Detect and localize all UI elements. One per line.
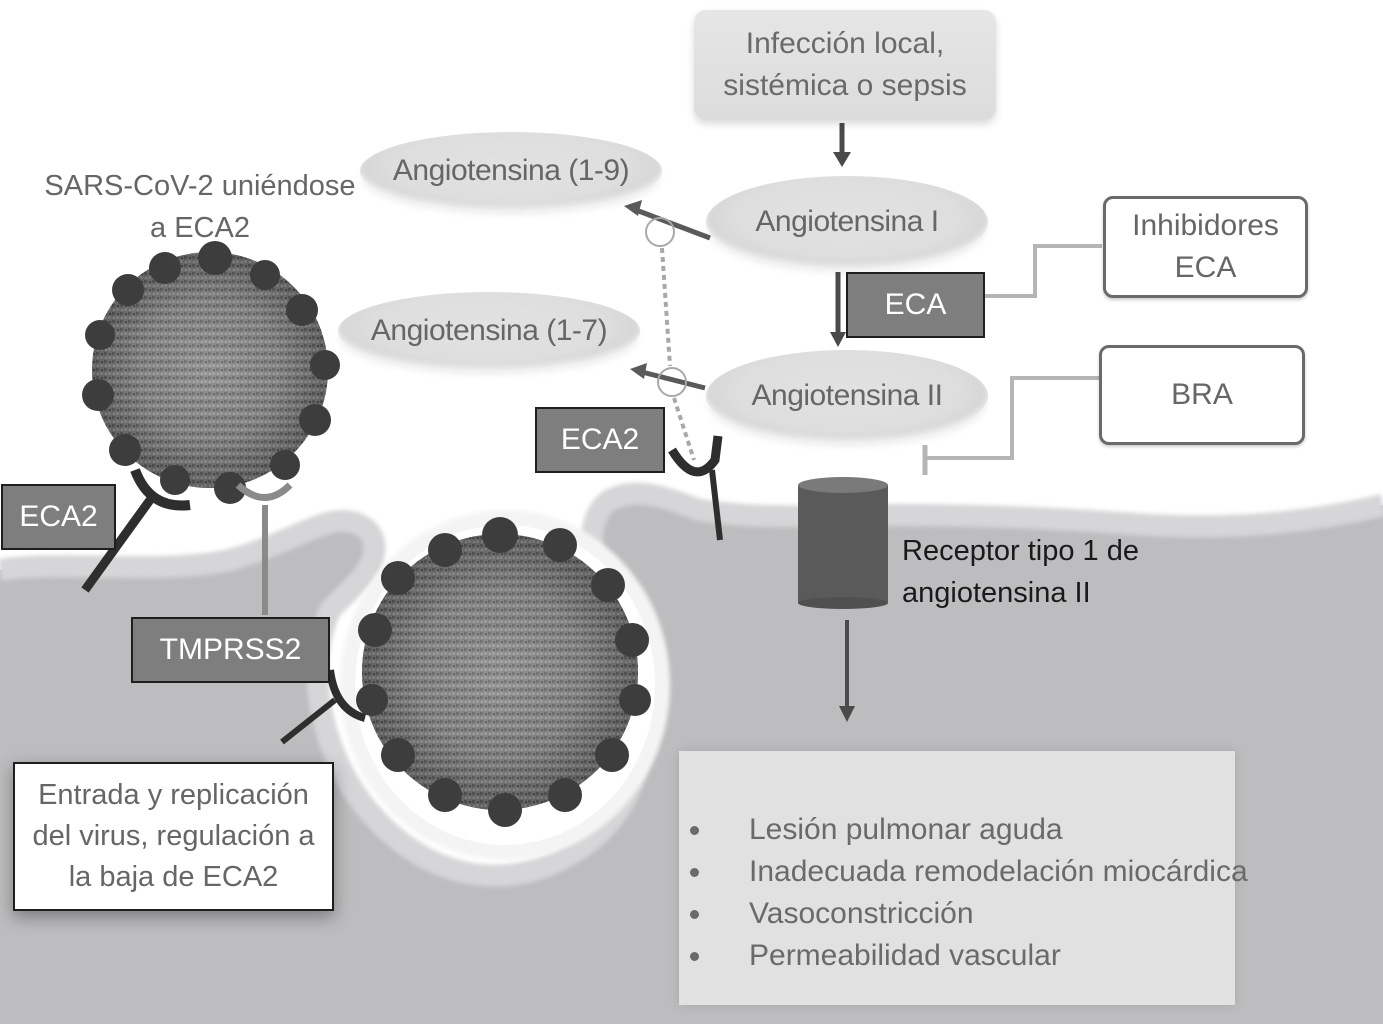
- angiotensin-I-label: Angiotensina I: [755, 205, 939, 238]
- angiotensin-1-9-label: Angiotensina (1-9): [392, 154, 630, 187]
- ace-inhibitors-line-1: Inhibidores: [1132, 209, 1279, 242]
- eca2-receptor-left: [81, 468, 191, 593]
- sars-cov-2-caption: SARS-CoV-2 uniéndose a ECA2: [30, 165, 370, 249]
- ace-inhibitors-box: Inhibidores ECA: [1103, 196, 1308, 298]
- at1-receptor-caption: Receptor tipo 1 de angiotensina II: [902, 530, 1139, 614]
- ace-inhibitors-line-2: ECA: [1174, 251, 1237, 284]
- receptor-caption-line-2: angiotensina II: [902, 577, 1091, 609]
- effect-item: Vasoconstricción: [679, 893, 1248, 935]
- effect-item: Inadecuada remodelación miocárdica: [679, 851, 1248, 893]
- virus-entry-box: Entrada y replicación del virus, regulac…: [13, 762, 334, 911]
- arrow-angII-to-ang1-7: [630, 363, 706, 391]
- entry-line-1: Entrada y replicación: [38, 779, 309, 811]
- infection-line-1: Infección local,: [745, 27, 945, 60]
- eca2-receptor-internal: [280, 669, 367, 745]
- sars-cov-2-virus-bound: [82, 241, 340, 504]
- eca2-label-center: ECA2: [535, 407, 665, 473]
- eca2-label-left: ECA2: [1, 484, 116, 550]
- entry-line-2: del virus, regulación a: [32, 820, 315, 852]
- eca-label-text: ECA: [884, 288, 947, 321]
- effect-item: Permeabilidad vascular: [679, 935, 1248, 977]
- effect-text: Inadecuada remodelación miocárdica: [749, 855, 1248, 888]
- connector-eca-to-inhibitors: [985, 244, 1102, 298]
- ellipse-angiotensin-II: Angiotensina II: [706, 350, 988, 442]
- infection-line-2: sistémica o sepsis: [723, 69, 967, 102]
- infection-box: Infección local, sistémica o sepsis: [694, 10, 996, 120]
- tmprss2-text: TMPRSS2: [159, 633, 302, 666]
- ellipse-angiotensin-1-9: Angiotensina (1-9): [360, 132, 662, 210]
- entry-line-3: la baja de ECA2: [68, 861, 279, 893]
- sars-caption-line-1: SARS-CoV-2 uniéndose: [44, 170, 356, 202]
- effects-box: Lesión pulmonar aguda Inadecuada remodel…: [679, 751, 1248, 1005]
- arrow-infection-to-angI: [833, 123, 851, 167]
- angiotensin-1-7-label: Angiotensina (1-7): [370, 314, 608, 347]
- bullet-icon: [690, 868, 699, 877]
- bullet-icon: [690, 952, 699, 961]
- eca2-receptor-center: [668, 435, 723, 541]
- effect-item: Lesión pulmonar aguda: [679, 809, 1248, 851]
- at1-receptor-icon: [798, 477, 888, 609]
- effect-text: Permeabilidad vascular: [749, 939, 1061, 972]
- effect-text: Lesión pulmonar aguda: [749, 813, 1063, 846]
- eca2-catalysis-dotted-line: [645, 217, 696, 461]
- bullet-icon: [690, 910, 699, 919]
- effect-text: Vasoconstricción: [749, 897, 974, 930]
- receptor-caption-line-1: Receptor tipo 1 de: [902, 535, 1139, 567]
- arrow-angI-to-ang1-9: [624, 200, 711, 241]
- effects-list: Lesión pulmonar aguda Inadecuada remodel…: [679, 809, 1248, 977]
- bra-text: BRA: [1171, 378, 1233, 411]
- tmprss2-label: TMPRSS2: [131, 617, 330, 683]
- ellipse-angiotensin-I: Angiotensina I: [706, 176, 988, 268]
- bullet-icon: [690, 826, 699, 835]
- sars-cov-2-virus-internalized: [356, 517, 651, 827]
- sars-caption-line-2: a ECA2: [150, 212, 250, 244]
- eca2-center-text: ECA2: [560, 423, 640, 456]
- arrow-receptor-to-effects: [839, 620, 855, 722]
- bra-box: BRA: [1099, 345, 1305, 445]
- eca2-left-text: ECA2: [19, 500, 98, 533]
- angiotensin-II-label: Angiotensina II: [751, 379, 943, 412]
- tmprss2-receptor: [235, 482, 293, 615]
- eca-label: ECA: [846, 272, 985, 338]
- ellipse-angiotensin-1-7: Angiotensina (1-7): [338, 292, 640, 370]
- arrow-angI-to-angII: [830, 272, 846, 347]
- connector-bra-to-receptor: [925, 376, 1100, 460]
